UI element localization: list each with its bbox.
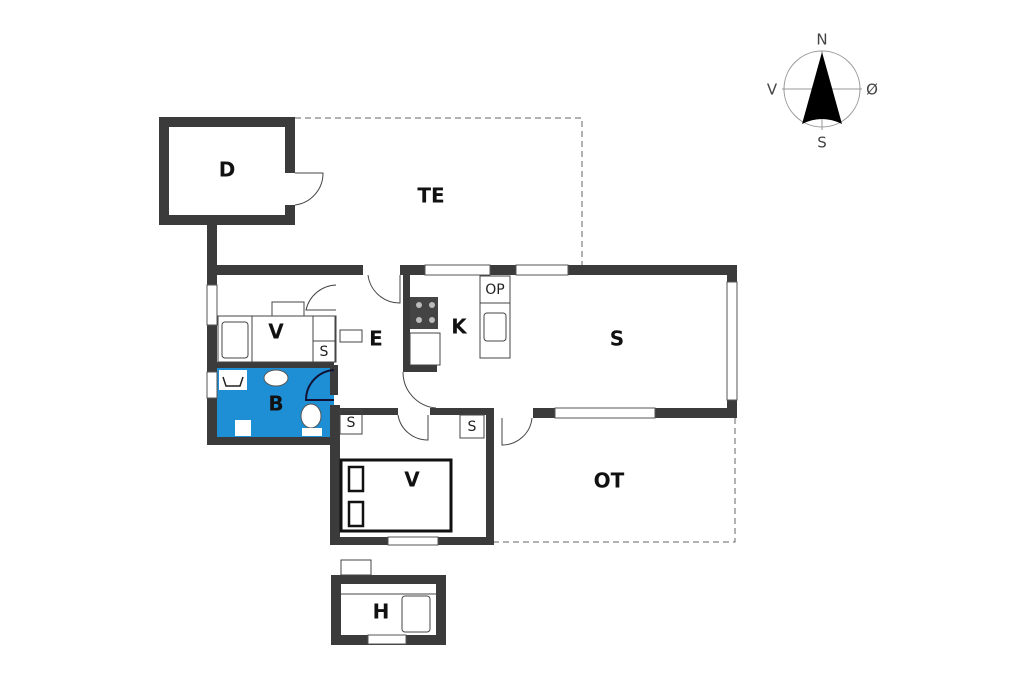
closet-box xyxy=(339,409,363,435)
stove-icon xyxy=(409,297,441,366)
compass-rose: N S V Ø xyxy=(767,31,878,152)
room-label-k: K xyxy=(451,315,468,339)
shed-door[interactable] xyxy=(294,172,324,206)
room-label-e: E xyxy=(369,327,383,351)
room-label-v2: V xyxy=(404,468,420,492)
doors[interactable] xyxy=(304,274,533,446)
compass-east: Ø xyxy=(866,81,878,99)
room-label-b: B xyxy=(268,392,283,416)
room-label-v1: V xyxy=(268,320,284,344)
bathroom-fixtures xyxy=(219,369,322,436)
hobby-room xyxy=(331,559,446,645)
outdoor-terrace-outline xyxy=(494,418,736,543)
closet-label: S xyxy=(347,415,356,431)
compass-west: V xyxy=(767,81,778,99)
closet-label: S xyxy=(468,419,477,435)
room-label-h: H xyxy=(373,600,390,624)
closet-box xyxy=(312,340,336,363)
bed-v2 xyxy=(339,458,453,533)
shed-walls xyxy=(159,117,295,270)
windows xyxy=(206,264,738,546)
north-arrow-icon xyxy=(802,52,842,124)
room-label-ot: OT xyxy=(594,469,625,493)
compass-north: N xyxy=(816,31,827,49)
room-label-s: S xyxy=(610,327,624,351)
compass-south: S xyxy=(817,134,827,152)
sink-counter xyxy=(479,275,511,359)
room-label-d: D xyxy=(219,158,236,182)
closet-box xyxy=(459,414,485,439)
terrace-outline xyxy=(295,117,583,268)
fixture-label-op: OP xyxy=(485,282,504,298)
room-label-te: TE xyxy=(417,184,444,208)
shelf xyxy=(339,329,363,343)
closet-label: S xyxy=(320,344,329,360)
